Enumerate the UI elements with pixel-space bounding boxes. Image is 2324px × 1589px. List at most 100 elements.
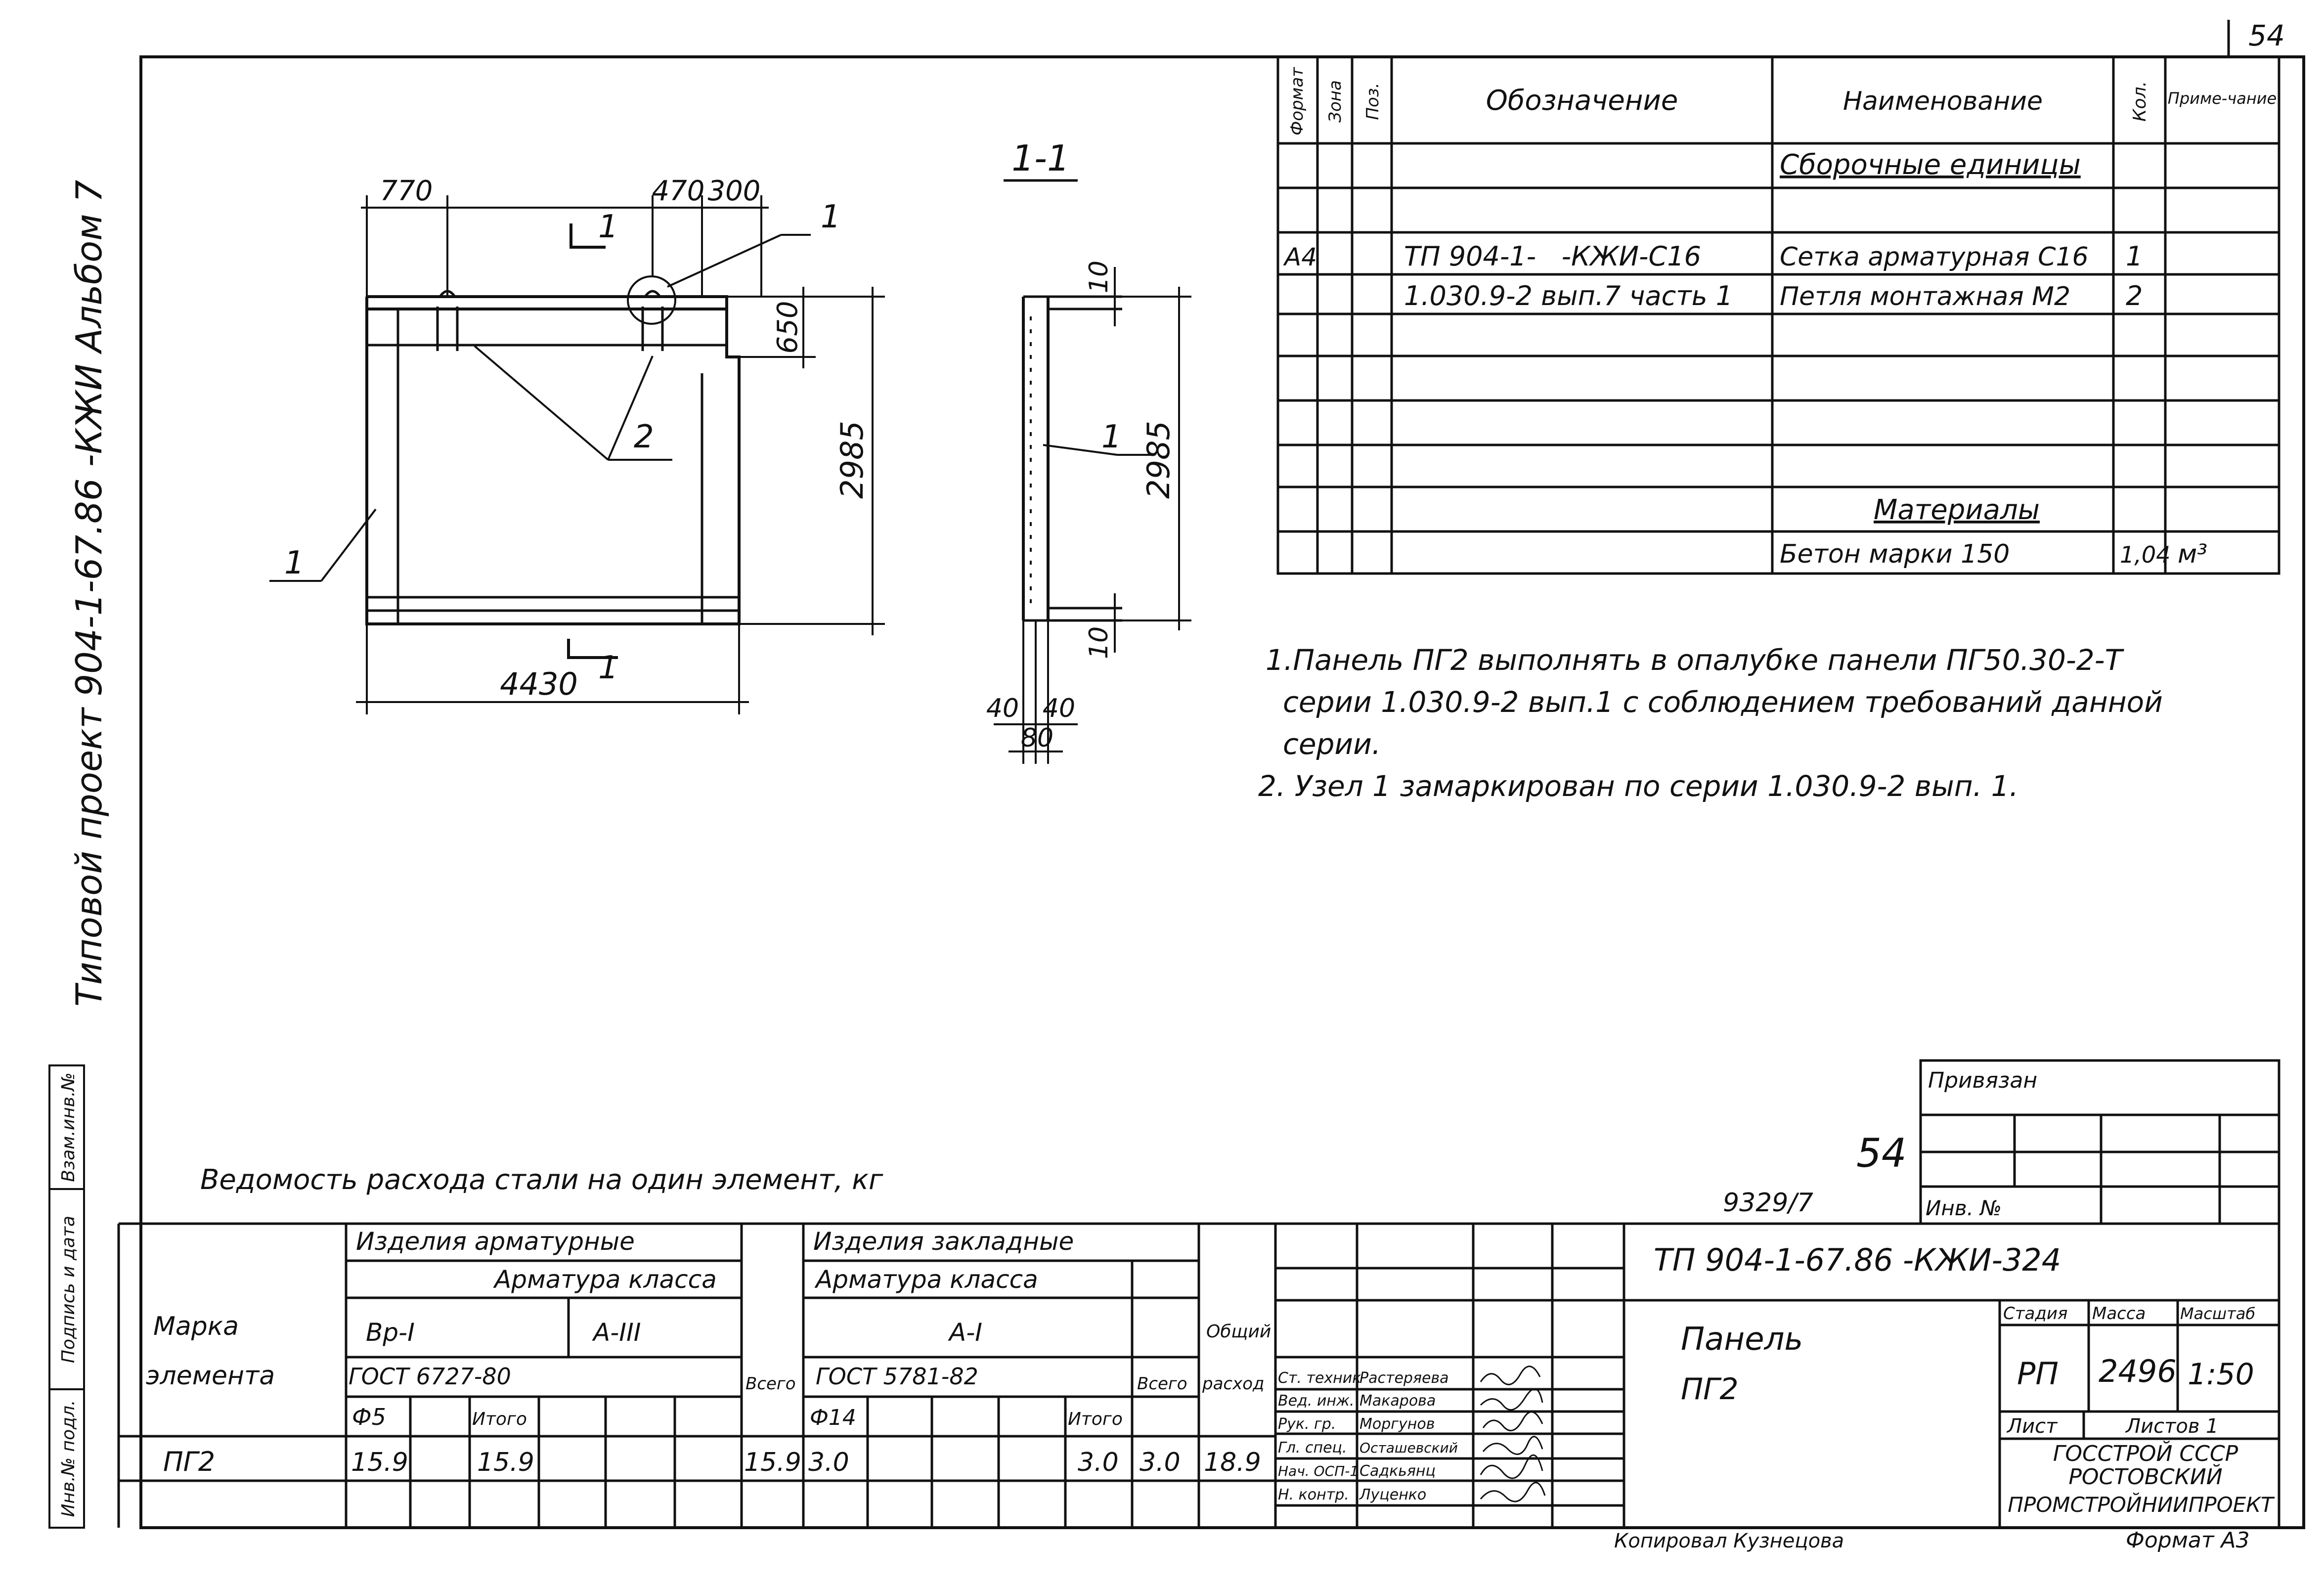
spec-section-assembly: Сборочные единицы bbox=[1780, 149, 2081, 181]
mass-label: Масса bbox=[2092, 1304, 2146, 1324]
spec-name: Петля монтажная М2 bbox=[1780, 282, 2070, 311]
group-reinf-class: Арматура класса bbox=[493, 1265, 717, 1294]
pos-label-1-left: 1 bbox=[284, 545, 305, 581]
spec-designation: 1.030.9-2 вып.7 часть 1 bbox=[1404, 280, 1733, 311]
dim-650: 650 bbox=[772, 301, 804, 354]
scale-label: Масштаб bbox=[2180, 1304, 2255, 1323]
note-line: 2. Узел 1 замаркирован по серии 1.030.9-… bbox=[1258, 769, 2018, 803]
material-note: м³ bbox=[2178, 539, 2207, 569]
header-qty: Кол. bbox=[2130, 81, 2150, 122]
strip-field-inventory: Инв.№ подл. bbox=[58, 1400, 79, 1517]
header-format: Формат bbox=[1287, 67, 1307, 135]
class-ai: А-I bbox=[948, 1318, 982, 1347]
section-mark-bottom: 1 bbox=[598, 650, 618, 686]
note-line: 1.Панель ПГ2 выполнять в опалубке панели… bbox=[1266, 643, 2125, 677]
dim-470: 470 bbox=[652, 175, 705, 207]
inv-no-label: Инв. № bbox=[1926, 1196, 2002, 1220]
col-mark: Марка bbox=[153, 1312, 239, 1341]
header-name: Наименование bbox=[1843, 87, 2043, 116]
org-line: РОСТОВСКИЙ bbox=[2068, 1463, 2222, 1490]
header-pos: Поз. bbox=[1363, 83, 1383, 120]
scale-value: 1:50 bbox=[2188, 1357, 2254, 1392]
total-header: расход bbox=[1202, 1374, 1265, 1394]
class-bp: Вр-I bbox=[366, 1318, 415, 1347]
sig-role: Рук. гр. bbox=[1278, 1415, 1336, 1433]
gost-bp: ГОСТ 6727-80 bbox=[349, 1363, 511, 1390]
steel-ai14: 3.0 bbox=[808, 1448, 849, 1477]
pos-label-2: 2 bbox=[634, 419, 654, 455]
header-note: Приме-чание bbox=[2168, 89, 2277, 108]
sig-name: Макарова bbox=[1359, 1392, 1436, 1410]
stage-label: Стадия bbox=[2003, 1304, 2067, 1324]
steel-bp5: 15.9 bbox=[351, 1448, 408, 1477]
sig-role: Н. контр. bbox=[1278, 1486, 1349, 1503]
dim-2985-left: 2985 bbox=[834, 421, 870, 499]
spec-format: А4 bbox=[1283, 243, 1317, 271]
section-1-1 bbox=[994, 179, 1191, 764]
section-mark-top: 1 bbox=[598, 209, 618, 245]
spec-section-materials: Материалы bbox=[1874, 494, 2040, 526]
sig-name: Луценко bbox=[1359, 1486, 1426, 1503]
dim-4430: 4430 bbox=[500, 666, 578, 702]
doc-code: ТП 904-1-67.86 -КЖИ-324 bbox=[1654, 1242, 2061, 1278]
spec-header: Формат Зона Поз. Обозначение Наименовани… bbox=[1287, 67, 2277, 135]
handwritten-signatures bbox=[1480, 1366, 1546, 1502]
privyazan-label: Привязан bbox=[1928, 1068, 2037, 1093]
dim-10-bottom: 10 bbox=[1084, 626, 1114, 659]
sig-name: Растеряева bbox=[1359, 1369, 1449, 1387]
dim-40-left: 40 bbox=[986, 694, 1019, 723]
steel-ai-itogo: 3.0 bbox=[1078, 1448, 1119, 1477]
vsego-reinf: Всего bbox=[745, 1374, 796, 1394]
note-line: серии 1.030.9-2 вып.1 с соблюдением треб… bbox=[1283, 685, 2163, 719]
vsego-emb: Всего bbox=[1137, 1374, 1187, 1394]
privyazan-block bbox=[1919, 1059, 2280, 1225]
sig-role: Ст. техник bbox=[1278, 1369, 1361, 1387]
sheet-stamp: 54 bbox=[1856, 1130, 1907, 1176]
steel-table-title: Ведомость расхода стали на один элемент,… bbox=[200, 1164, 883, 1196]
dia-ai: Ф14 bbox=[810, 1405, 856, 1430]
product-line: Панель bbox=[1681, 1321, 1803, 1358]
title-block bbox=[1275, 1222, 2280, 1528]
steel-table bbox=[117, 1222, 1277, 1528]
steel-emb-vsego: 3.0 bbox=[1140, 1448, 1181, 1477]
note-line: серии. bbox=[1283, 727, 1381, 761]
material-name: Бетон марки 150 bbox=[1780, 539, 2010, 569]
strip-field-replace: Взам.инв.№ bbox=[58, 1072, 79, 1182]
spec-material-row: Бетон марки 150 1,04 м³ bbox=[1780, 539, 2207, 569]
dim-2985-right: 2985 bbox=[1140, 421, 1177, 499]
group-reinf: Изделия арматурные bbox=[356, 1227, 635, 1256]
dim-80: 80 bbox=[1021, 723, 1053, 753]
spec-table bbox=[1276, 55, 2280, 575]
dim-770: 770 bbox=[380, 175, 433, 207]
section-title: 1-1 bbox=[1011, 137, 1070, 179]
spec-row: А4 ТП 904-1- -КЖИ-С16 Сетка арматурная С… bbox=[1283, 241, 2143, 272]
class-aiii: А-III bbox=[592, 1318, 641, 1347]
strip-field-signature: Подпись и дата bbox=[58, 1216, 79, 1363]
steel-total: 18.9 bbox=[1204, 1448, 1261, 1477]
sig-role: Вед. инж. bbox=[1278, 1392, 1355, 1410]
spec-qty: 1 bbox=[2126, 241, 2143, 272]
steel-reinf-vsego: 15.9 bbox=[744, 1448, 801, 1477]
sig-name: Осташевский bbox=[1359, 1440, 1458, 1456]
org-line: ПРОМСТРОЙНИИПРОЕКТ bbox=[2008, 1492, 2275, 1517]
format-label: Формат А3 bbox=[2126, 1528, 2250, 1553]
sheet-number: 54 bbox=[2248, 19, 2285, 52]
org-line: ГОССТРОЙ СССР bbox=[2053, 1440, 2238, 1466]
steel-bp-itogo: 15.9 bbox=[477, 1448, 534, 1477]
gost-ai: ГОСТ 5781-82 bbox=[816, 1363, 978, 1390]
stage-value: РП bbox=[2017, 1356, 2059, 1392]
header-designation: Обозначение bbox=[1486, 85, 1678, 117]
group-emb: Изделия закладные bbox=[813, 1227, 1074, 1256]
itogo-bp: Итого bbox=[472, 1409, 527, 1429]
spec-row: 1.030.9-2 вып.7 часть 1 Петля монтажная … bbox=[1404, 280, 2143, 311]
steel-mark: ПГ2 bbox=[163, 1446, 215, 1477]
spec-name: Сетка арматурная С16 bbox=[1780, 242, 2089, 272]
left-strip bbox=[48, 1064, 85, 1529]
product-line: ПГ2 bbox=[1681, 1372, 1739, 1407]
total-header: Общий bbox=[1206, 1322, 1271, 1342]
steel-header: Марка элемента Изделия арматурные Армату… bbox=[146, 1227, 1271, 1430]
mass-value: 2496 bbox=[2099, 1353, 2177, 1389]
copied-by: Копировал Кузнецова bbox=[1614, 1530, 1844, 1552]
sig-name: Моргунов bbox=[1359, 1415, 1435, 1433]
